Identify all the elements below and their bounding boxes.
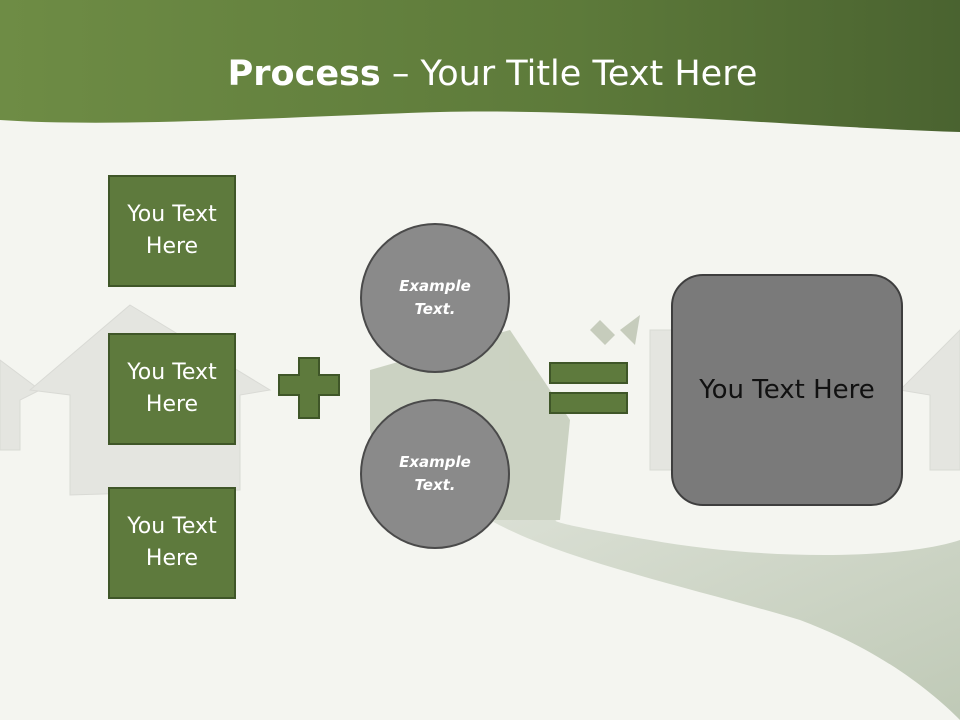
title-bold: Process xyxy=(227,54,381,94)
slide-title: Process – Your Title Text Here xyxy=(0,50,960,98)
input-box-3[interactable]: You Text Here xyxy=(108,487,236,599)
example-circle-1-label: Example Text. xyxy=(399,277,471,318)
result-box[interactable]: You Text Here xyxy=(671,274,903,506)
input-box-3-label: You Text Here xyxy=(127,514,217,571)
result-box-label: You Text Here xyxy=(699,375,875,405)
title-rest: – Your Title Text Here xyxy=(380,54,758,94)
example-circle-1[interactable]: Example Text. xyxy=(360,223,510,373)
example-circle-2[interactable]: Example Text. xyxy=(360,399,510,549)
input-box-1[interactable]: You Text Here xyxy=(108,175,236,287)
input-box-1-label: You Text Here xyxy=(127,202,217,259)
input-box-2[interactable]: You Text Here xyxy=(108,333,236,445)
example-circle-2-label: Example Text. xyxy=(399,453,471,494)
input-box-2-label: You Text Here xyxy=(127,360,217,417)
